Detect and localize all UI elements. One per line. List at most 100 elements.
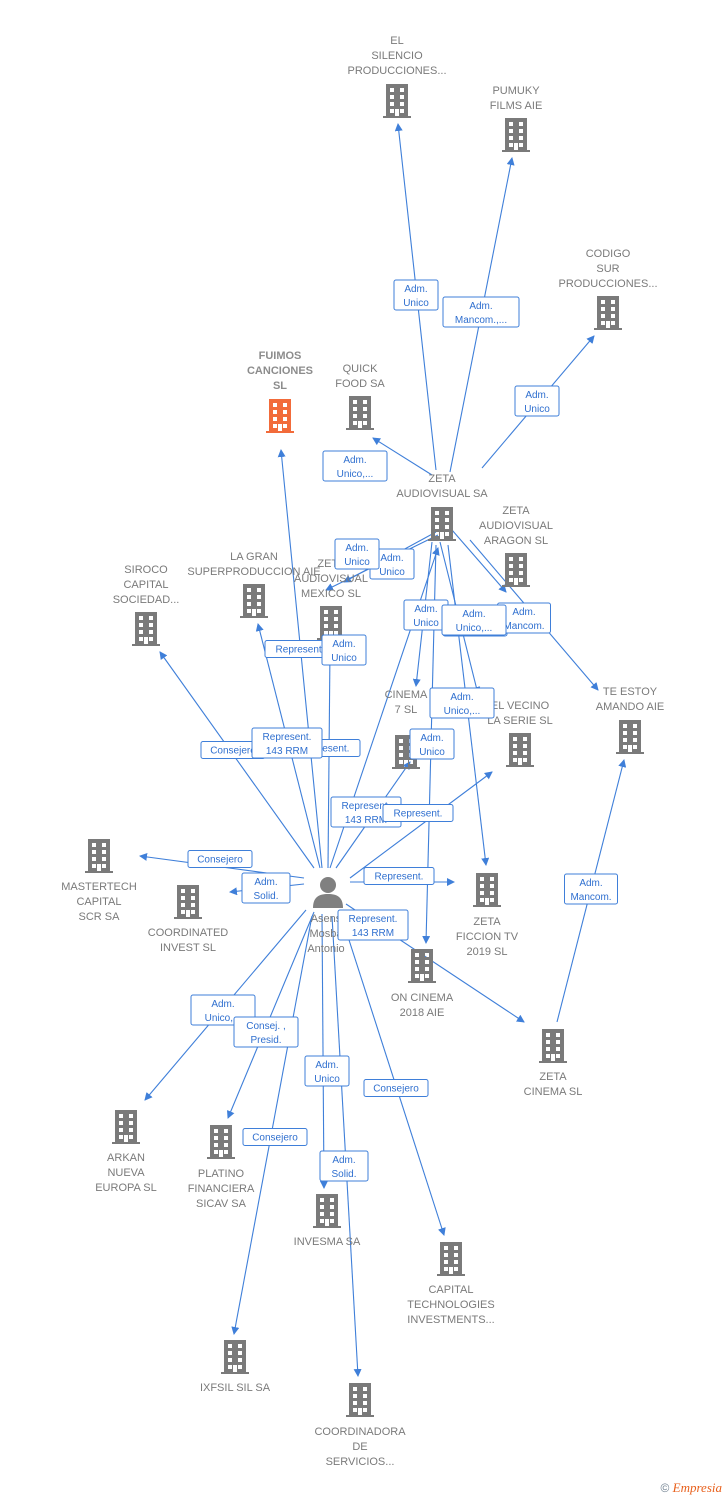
role-tag-box bbox=[514, 385, 560, 417]
company-node-el-silencio[interactable]: ELSILENCIOPRODUCCIONES... bbox=[347, 35, 447, 118]
company-name-line: ZETA bbox=[473, 916, 501, 928]
role-tag-box bbox=[363, 1079, 429, 1097]
role-tag-text: Represent. bbox=[375, 872, 424, 883]
role-tag-text: Adm. bbox=[332, 1155, 355, 1166]
role-tag-text: Unico bbox=[413, 618, 439, 629]
role-tag[interactable]: Consejero bbox=[187, 850, 253, 868]
role-tag[interactable]: Represent.143 RRM bbox=[337, 909, 409, 941]
company-name-line: ON CINEMA bbox=[391, 992, 454, 1004]
building-icon bbox=[266, 399, 294, 433]
role-tag-text: Unico bbox=[344, 557, 370, 568]
company-node-capital-tech[interactable]: CAPITALTECHNOLOGIESINVESTMENTS... bbox=[407, 1242, 495, 1326]
role-tag-box bbox=[442, 296, 520, 328]
role-tag[interactable]: Adm.Unico,... bbox=[441, 604, 507, 636]
role-tag[interactable]: Adm.Unico bbox=[334, 538, 380, 570]
company-name-line: INVESMA SA bbox=[294, 1236, 361, 1248]
role-tag-box bbox=[409, 728, 455, 760]
building-icon bbox=[539, 1029, 567, 1063]
role-tag[interactable]: Consejero bbox=[242, 1128, 308, 1146]
role-tag-text: Solid. bbox=[253, 891, 278, 902]
role-tag[interactable]: Adm.Unico bbox=[514, 385, 560, 417]
role-tag-text: Consejero bbox=[197, 855, 243, 866]
role-tag-text: Unico bbox=[314, 1074, 340, 1085]
role-tag-text: Adm. bbox=[332, 639, 355, 650]
building-icon bbox=[502, 553, 530, 587]
edge-asens-to-platino bbox=[227, 911, 315, 1119]
company-name-line: ZETA bbox=[539, 1071, 567, 1083]
role-tag-text: Adm. bbox=[211, 999, 234, 1010]
edge-asens-to-zeta-mexico bbox=[325, 647, 334, 869]
role-tag-box bbox=[251, 727, 323, 759]
edge-asens-to-coordinadora bbox=[331, 915, 362, 1377]
role-tag[interactable]: Adm.Unico bbox=[321, 634, 367, 666]
role-tag[interactable]: Adm.Unico,... bbox=[429, 687, 495, 719]
role-tag[interactable]: Represent. bbox=[382, 804, 454, 822]
role-tag-box bbox=[363, 867, 435, 885]
company-name-line: ARAGON SL bbox=[484, 535, 548, 547]
role-tag-text: Adm. bbox=[420, 733, 443, 744]
role-tag-text: Consejero bbox=[373, 1084, 419, 1095]
role-tag[interactable]: Consejero bbox=[363, 1079, 429, 1097]
person-name-line: Asens bbox=[311, 913, 342, 925]
role-tag[interactable]: Adm.Solid. bbox=[241, 872, 291, 904]
company-node-siroco[interactable]: SIROCOCAPITALSOCIEDAD... bbox=[113, 564, 180, 646]
role-tag-text: Represent. bbox=[394, 809, 443, 820]
building-icon bbox=[112, 1110, 140, 1144]
role-tag-text: Adm. bbox=[512, 607, 535, 618]
role-tag[interactable]: Adm.Unico bbox=[393, 279, 439, 311]
company-node-coordinadora[interactable]: COORDINADORADESERVICIOS... bbox=[314, 1383, 406, 1468]
company-name-line: EUROPA SL bbox=[95, 1182, 157, 1194]
role-tag[interactable]: Consej. ,Presid. bbox=[233, 1016, 299, 1048]
role-tag[interactable]: Adm.Mancom. bbox=[564, 873, 618, 905]
company-name-line: ZETA bbox=[502, 505, 530, 517]
role-tag[interactable]: Adm.Unico bbox=[403, 599, 449, 631]
building-icon bbox=[594, 296, 622, 330]
company-name-line: FILMS AIE bbox=[490, 100, 543, 112]
role-tag[interactable]: Adm.Mancom.,... bbox=[442, 296, 520, 328]
company-name-line: FOOD SA bbox=[335, 378, 385, 390]
person-icon bbox=[313, 877, 343, 908]
role-tag-text: Adm. bbox=[404, 284, 427, 295]
edge-asens-to-el-vecino bbox=[349, 771, 493, 879]
role-tag-box bbox=[322, 450, 388, 482]
edge-asens-to-fuimos bbox=[277, 449, 323, 869]
role-tag[interactable]: Adm.Solid. bbox=[319, 1150, 369, 1182]
edge-asens-to-ixfsil bbox=[231, 915, 313, 1335]
role-tag[interactable]: Adm.Unico bbox=[304, 1055, 350, 1087]
footer-brand[interactable]: © Empresia bbox=[660, 1480, 722, 1496]
company-node-codigo-sur[interactable]: CODIGOSURPRODUCCIONES... bbox=[558, 248, 658, 330]
building-icon bbox=[85, 839, 113, 873]
role-tag-text: Adm. bbox=[469, 301, 492, 312]
role-tag[interactable]: Represent.143 RRM bbox=[251, 727, 323, 759]
company-name-line: FUIMOS bbox=[259, 350, 302, 362]
role-tag[interactable]: Adm.Unico bbox=[409, 728, 455, 760]
role-tag[interactable]: Adm.Unico,... bbox=[322, 450, 388, 482]
edge-asens-to-invesma bbox=[319, 913, 328, 1189]
company-node-ixfsil[interactable]: IXFSIL SIL SA bbox=[200, 1340, 271, 1394]
role-tag-box bbox=[382, 804, 454, 822]
copyright-symbol: © bbox=[660, 1481, 670, 1495]
company-node-invesma[interactable]: INVESMA SA bbox=[294, 1194, 361, 1248]
role-tag-text: Adm. bbox=[343, 455, 366, 466]
role-tag[interactable]: Represent. bbox=[363, 867, 435, 885]
role-tag-box bbox=[441, 604, 507, 636]
role-tag-text: Unico bbox=[524, 404, 550, 415]
